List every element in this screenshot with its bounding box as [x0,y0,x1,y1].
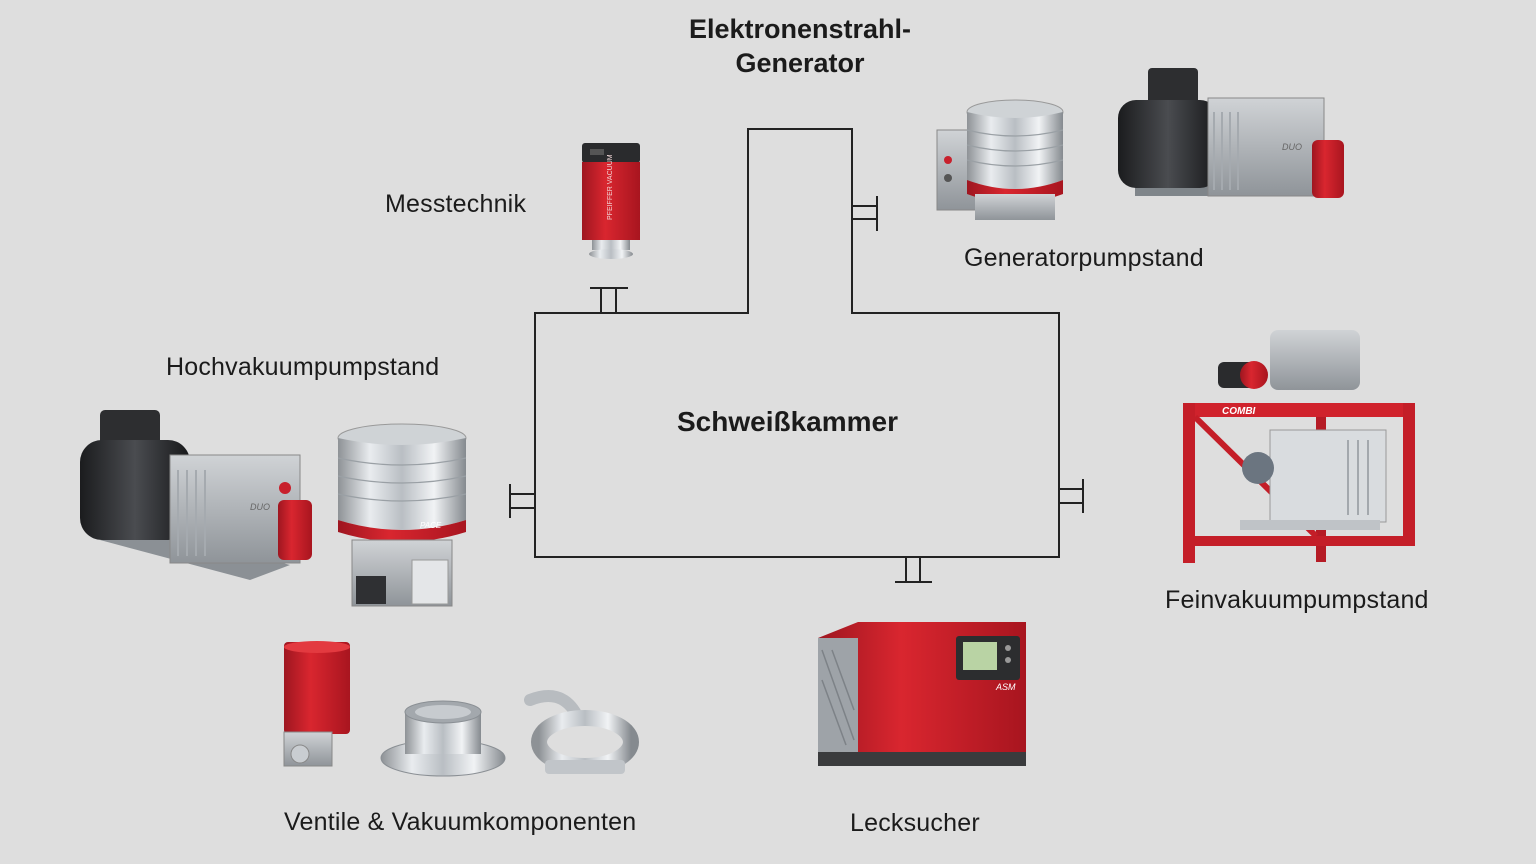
label-ventile: Ventile & Vakuumkomponenten [284,808,637,836]
flange-adapter-icon [380,700,506,777]
flange-top-messtechnik [590,287,628,312]
chamber-label: Schweißkammer [677,406,898,437]
generator-title-line1: Elektronenstrahl- [688,14,912,44]
feinvakuum-combi-stand-icon: COMBI [1183,330,1415,563]
label-messtechnik: Messtechnik [385,190,527,218]
chamber-outline [534,128,1060,558]
asm-mark: ASM [995,682,1016,692]
flange-generator-right [853,196,878,231]
hochvakuum-turbo-pump-icon: PACE [337,423,467,607]
clamp-icon [524,690,639,774]
label-lecksucher: Lecksucher [850,809,980,837]
pace-mark-hochvakuum: PACE [420,521,442,530]
generator-title: Elektronenstrahl- Generator [660,12,940,80]
hochvakuum-rotary-pump-icon: DUO [80,410,312,580]
vacuum-gauge-icon: PFEIFFER VACUUM [582,143,640,259]
combi-mark: COMBI [1222,406,1256,417]
duo-mark-generator: DUO [1282,142,1302,152]
flange-bottom-lecksucher [895,558,932,583]
generator-title-line2: Generator [735,48,865,78]
label-feinvakuumpumpstand: Feinvakuumpumpstand [1165,586,1429,614]
duo-mark-hochvakuum: DUO [250,502,270,512]
flange-right-feinvakuum [1060,479,1084,513]
gauge-brand-text: PFEIFFER VACUUM [607,154,614,220]
label-generatorpumpstand: Generatorpumpstand [964,244,1204,272]
flange-left-hochvakuum [509,484,534,518]
valve-icon [283,641,350,767]
generator-rotary-pump-icon: DUO [1118,68,1344,198]
generator-turbo-pump-icon [936,99,1064,220]
leak-detector-icon: ASM [818,622,1026,766]
label-hochvakuumpumpstand: Hochvakuumpumpstand [166,353,440,381]
